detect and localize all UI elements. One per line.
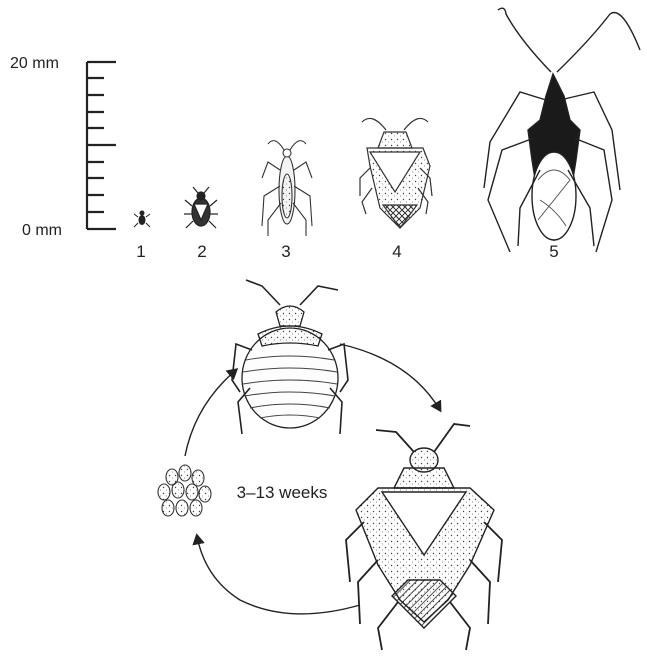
- specimen-number-4: 4: [392, 242, 401, 261]
- specimen-number-5: 5: [549, 242, 558, 261]
- specimen-1-bug-icon: [134, 211, 150, 227]
- nymph-icon: [232, 280, 348, 434]
- lifecycle-duration-label: 3–13 weeks: [237, 483, 328, 502]
- specimen-5-bug-icon: [484, 8, 640, 252]
- specimen-3-bug-icon: [262, 141, 312, 236]
- specimen-number-2: 2: [197, 242, 206, 261]
- specimen-number-1: 1: [136, 242, 145, 261]
- scale-bar: [87, 62, 116, 229]
- specimen-2-bug-icon: [184, 187, 218, 228]
- specimen-4-bug-icon: [360, 118, 432, 228]
- egg-cluster-icon: [158, 465, 211, 516]
- adult-bug-icon: [346, 424, 502, 650]
- scale-bottom-label: 0 mm: [22, 222, 62, 239]
- scale-top-label: 20 mm: [10, 55, 59, 72]
- specimen-number-3: 3: [281, 242, 290, 261]
